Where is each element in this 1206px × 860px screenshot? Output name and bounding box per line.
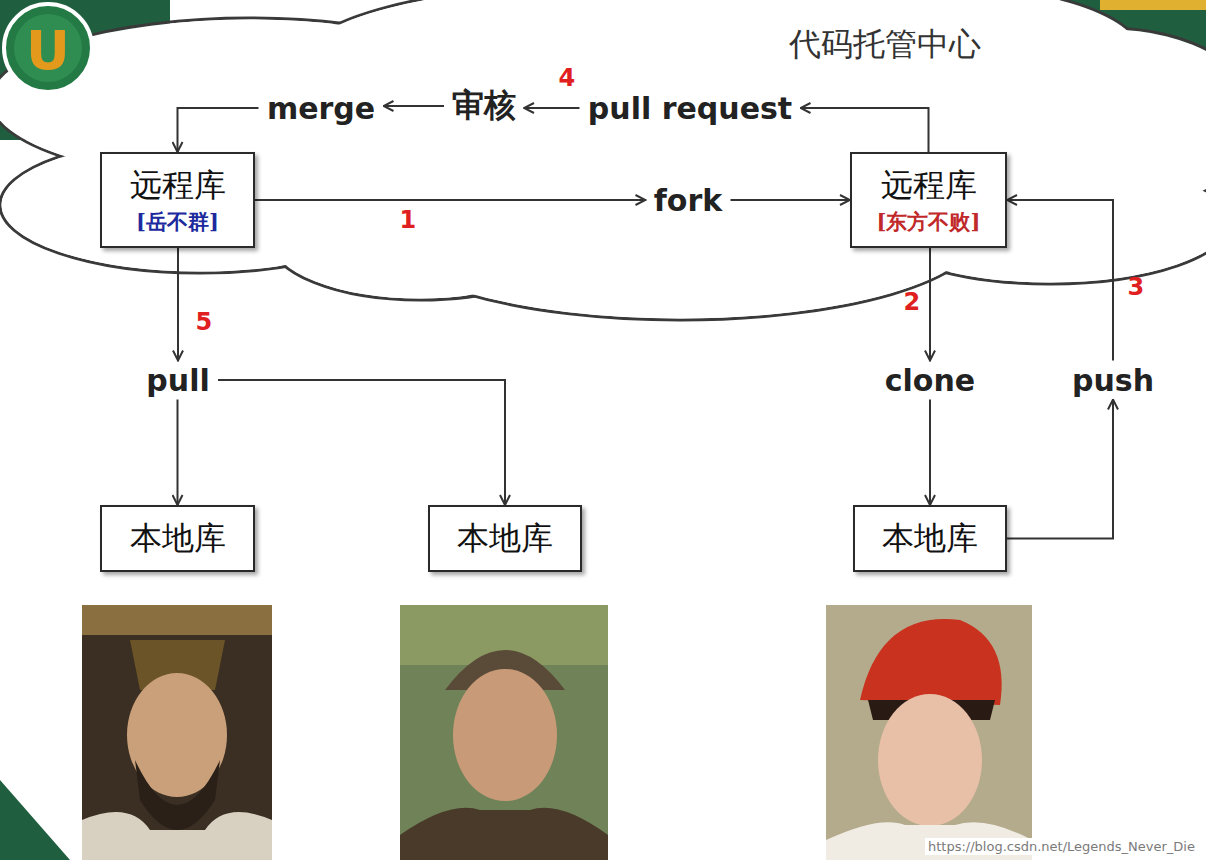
callout-number: 5: [196, 308, 213, 336]
node-text: 远程库: [130, 164, 226, 208]
portrait-left: [82, 605, 272, 860]
action-word: push: [1064, 361, 1163, 400]
logo-letter: U: [26, 19, 70, 82]
local-repo-box: 本地库: [853, 505, 1007, 572]
cloud-fill: [0, 0, 1206, 319]
node-text: fork: [654, 183, 722, 218]
action-word: fork: [646, 181, 731, 220]
connector-arrow: [177, 400, 179, 506]
connector-arrow: [524, 107, 580, 109]
remote-repo-box: 远程库[岳不群]: [100, 152, 255, 248]
node-text: pull request: [588, 91, 792, 126]
watermark: https://blog.csdn.net/Legends_Never_Die: [925, 838, 1198, 855]
connector-arrow: [1007, 400, 1113, 539]
connector-arrow: [801, 108, 929, 152]
action-word: merge: [259, 89, 384, 128]
node-text: clone: [885, 363, 975, 398]
cloud-outline: [0, 0, 1206, 320]
callout-number: 4: [559, 64, 576, 92]
diagram-title: 代码托管中心: [789, 23, 981, 67]
connector-arrow: [1007, 200, 1113, 361]
portrait-middle: [400, 605, 608, 860]
action-word: pull request: [580, 89, 801, 128]
action-word: 审核: [444, 82, 524, 130]
node-text: 本地库: [130, 517, 226, 561]
connector-arrow: [731, 199, 851, 201]
connector-arrow: [929, 400, 931, 506]
connector-arrow: [177, 248, 179, 361]
portrait-right: [826, 605, 1032, 860]
node-text: [岳不群]: [136, 208, 219, 236]
yellow-stripe: [1100, 0, 1206, 10]
connector-arrow: [178, 108, 259, 152]
action-word: clone: [877, 361, 984, 400]
node-text: push: [1072, 363, 1154, 398]
connector-arrow: [384, 105, 445, 107]
connector-arrow: [218, 380, 505, 505]
remote-repo-box: 远程库[东方不败]: [850, 152, 1007, 248]
node-text: merge: [267, 91, 375, 126]
node-text: 本地库: [882, 517, 978, 561]
callout-number: 3: [1128, 273, 1145, 301]
node-text: [东方不败]: [877, 208, 981, 236]
logo: [4, 4, 92, 92]
action-word: pull: [138, 361, 218, 400]
callout-number: 2: [904, 288, 921, 316]
connector-arrow: [255, 199, 646, 201]
node-text: 本地库: [457, 517, 553, 561]
local-repo-box: 本地库: [428, 505, 582, 572]
local-repo-box: 本地库: [100, 505, 255, 572]
node-text: 远程库: [881, 164, 977, 208]
node-text: 审核: [452, 84, 516, 128]
node-text: pull: [146, 363, 209, 398]
green-corner: [0, 780, 70, 860]
connector-arrow: [929, 248, 931, 361]
callout-number: 1: [400, 206, 417, 234]
